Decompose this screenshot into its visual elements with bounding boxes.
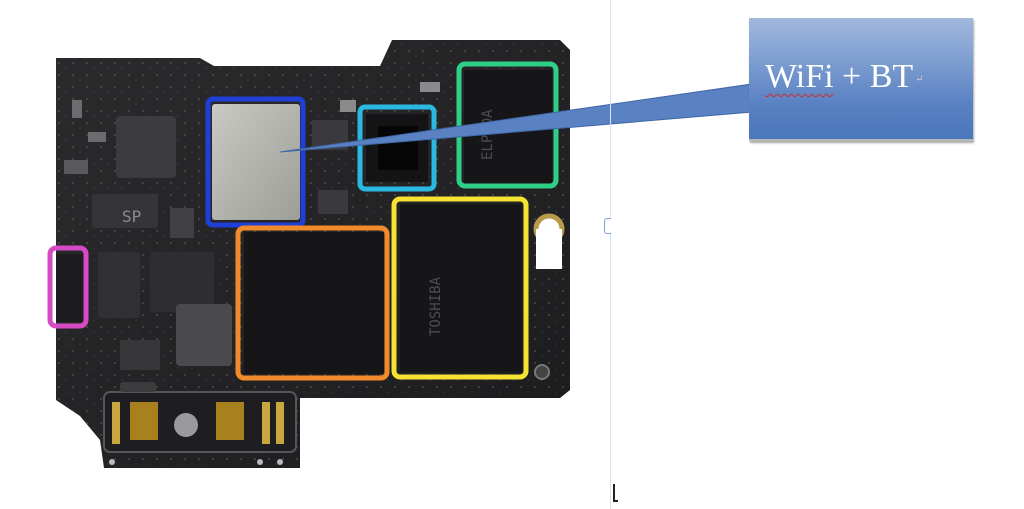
page-margin-guide xyxy=(610,0,611,509)
highlight-box-orange xyxy=(235,225,390,381)
highlight-box-cyan xyxy=(357,104,437,192)
wifi-bt-module xyxy=(212,104,300,220)
highlight-box-magenta xyxy=(47,245,89,329)
toshiba-chip-marking: TOSHIBA xyxy=(428,276,444,336)
resize-handle-icon[interactable] xyxy=(604,218,611,234)
battery-connector xyxy=(103,382,297,465)
callout-label: WiFi + BT↵ xyxy=(765,58,924,96)
text-cursor-icon xyxy=(612,484,618,504)
callout-label-bt: + BT xyxy=(833,58,914,95)
highlight-box-yellow xyxy=(391,196,529,380)
sp-chip-marking: SP xyxy=(122,207,141,226)
callout-label-wifi: WiFi xyxy=(765,58,834,95)
highlight-box-blue xyxy=(205,96,306,228)
wifi-bt-callout[interactable]: WiFi + BT↵ xyxy=(749,18,973,141)
paragraph-mark-icon: ↵ xyxy=(915,73,924,85)
